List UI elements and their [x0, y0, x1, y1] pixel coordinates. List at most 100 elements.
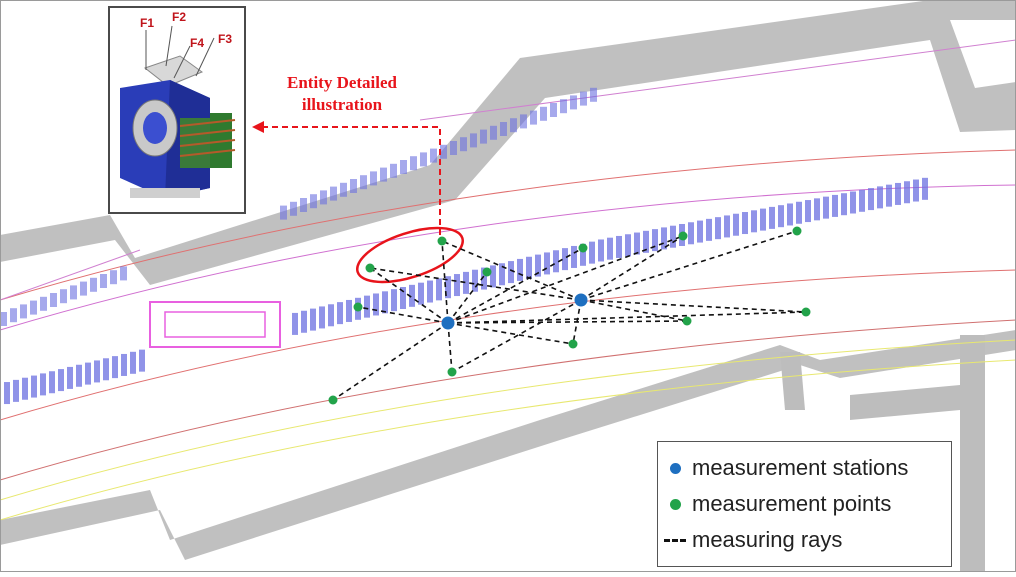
- beamline-magnet: [859, 189, 865, 212]
- beamline-magnet: [769, 206, 775, 229]
- measurement-station: [574, 293, 588, 307]
- measuring-rays: [332, 230, 807, 401]
- beamline-magnet: [805, 200, 811, 223]
- beamline-magnet: [540, 106, 547, 121]
- beamline-magnet: [100, 274, 107, 288]
- measuring-ray: [447, 271, 488, 324]
- beamline-magnet: [13, 379, 19, 402]
- beamline-magnet: [103, 358, 109, 381]
- beamline-magnet: [742, 212, 748, 235]
- beamline-magnet: [688, 222, 694, 245]
- beamline-magnet: [410, 156, 417, 171]
- pink-module: [149, 301, 281, 348]
- beamline-magnet: [50, 293, 57, 307]
- beamline-magnet: [4, 382, 10, 405]
- measuring-ray: [441, 240, 582, 301]
- beamline-magnet: [40, 373, 46, 396]
- beamline-magnet: [724, 215, 730, 238]
- beamline-magnet: [616, 235, 622, 258]
- measuring-ray: [369, 267, 449, 324]
- beamline-magnet: [20, 304, 27, 319]
- measurement-point: [578, 243, 588, 253]
- beamline-magnet: [850, 191, 856, 214]
- beamline-magnet: [670, 225, 676, 248]
- legend: measurement stations measurement points …: [657, 441, 952, 567]
- beamline-magnet: [661, 227, 667, 250]
- beamline-magnet: [535, 254, 541, 277]
- dashed-line-icon: [664, 529, 686, 551]
- beamline-magnet: [454, 274, 460, 297]
- measuring-ray: [447, 235, 684, 324]
- beamline-magnet: [580, 243, 586, 266]
- beamline-magnet: [652, 229, 658, 252]
- beamline-magnet: [598, 239, 604, 262]
- beamline-magnet: [922, 177, 928, 200]
- beamline-magnet: [460, 137, 467, 152]
- highlight-ellipse: [356, 226, 464, 284]
- beamline-magnet: [90, 277, 97, 292]
- measuring-ray: [357, 306, 449, 324]
- beamline-magnet: [60, 289, 67, 304]
- beamline-components: [0, 87, 928, 405]
- beamline-magnet: [697, 220, 703, 243]
- beamline-magnet: [463, 271, 469, 294]
- beamline-magnet: [877, 186, 883, 209]
- measurement-point: [792, 226, 802, 236]
- beamline-magnet: [550, 103, 557, 117]
- measurement-point: [568, 339, 578, 349]
- beamline-magnet: [480, 129, 487, 144]
- inset-label-f1: F1: [140, 16, 155, 30]
- beamline-magnet: [445, 276, 451, 299]
- beamline-magnet: [440, 144, 447, 159]
- measurement-point: [353, 302, 363, 312]
- beamline-magnet: [841, 193, 847, 216]
- beamline-magnet: [544, 252, 550, 275]
- beamline-magnet: [110, 270, 117, 285]
- beamline-magnet: [526, 256, 532, 279]
- beamline-magnet: [760, 208, 766, 231]
- beamline-magnet: [450, 141, 457, 155]
- entity-detail-inset: F1 F2 F4 F3: [108, 6, 246, 214]
- legend-rays-label: measuring rays: [692, 527, 843, 552]
- beamline-magnet: [778, 205, 784, 228]
- beamline-magnet: [120, 266, 127, 281]
- beamline-magnet: [31, 375, 37, 398]
- beamline-magnet: [121, 353, 127, 376]
- beamline-magnet: [400, 287, 406, 309]
- measuring-ray: [580, 299, 688, 322]
- measuring-ray: [580, 235, 684, 301]
- beamline-magnet: [112, 356, 118, 379]
- measuring-ray: [572, 299, 582, 345]
- point-marker-icon: [664, 493, 686, 515]
- legend-stations-label: measurement stations: [692, 455, 909, 480]
- callout-leader-line: [262, 126, 441, 235]
- measurement-point: [328, 395, 338, 405]
- beamline-magnet: [94, 360, 100, 383]
- callout-arrowhead: [252, 121, 264, 133]
- beamline-magnet: [590, 87, 597, 102]
- beamline-magnet: [22, 377, 28, 400]
- beamline-magnet: [390, 163, 397, 178]
- beamline-magnet: [370, 171, 377, 186]
- legend-item-rays: measuring rays: [664, 524, 842, 556]
- beamline-magnet: [330, 186, 337, 201]
- pink-module-inner: [164, 311, 266, 338]
- beamline-magnet: [400, 160, 407, 174]
- beamline-guide-lines: [0, 39, 1016, 521]
- beamline-magnet: [10, 308, 17, 323]
- measurement-point: [678, 231, 688, 241]
- measuring-ray: [580, 230, 798, 301]
- entity-illustration: [120, 25, 236, 198]
- beamline-magnet: [292, 312, 298, 335]
- beamline-magnet: [85, 362, 91, 385]
- beamline-magnet: [301, 310, 307, 333]
- measuring-ray: [447, 320, 688, 324]
- beamline-magnet: [625, 234, 631, 257]
- beamline-magnet: [643, 230, 649, 253]
- measurement-point: [365, 263, 375, 273]
- beamline-magnet: [130, 351, 136, 374]
- beamline-magnet: [553, 250, 559, 273]
- beamline-magnet: [796, 201, 802, 224]
- beamline-magnet: [346, 299, 352, 322]
